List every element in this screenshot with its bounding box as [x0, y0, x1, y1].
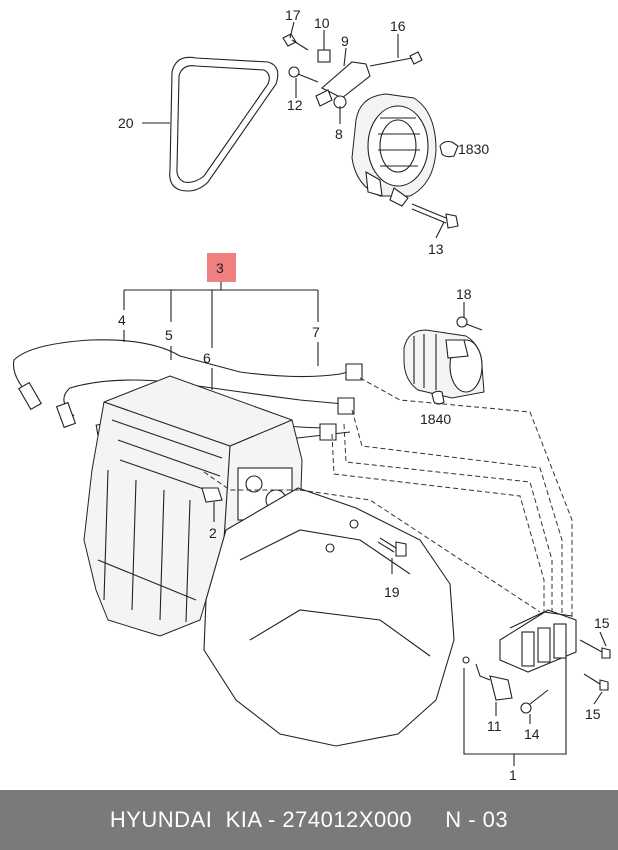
bolt-18 — [456, 316, 483, 331]
bolt-19 — [377, 537, 407, 557]
parts-diagram: 20 17 10 9 16 12 8 1830 — [12, 7, 611, 783]
spark-plug — [201, 487, 223, 514]
ignition-coil — [499, 609, 577, 673]
footer-part-number: HYUNDAI KIA - 274012X000 N - 03 — [0, 790, 618, 850]
callout-4: 4 — [118, 312, 126, 328]
callout-17: 17 — [285, 7, 301, 23]
bolt-12 — [288, 66, 319, 83]
bolt-15a — [579, 639, 611, 659]
callout-9: 9 — [341, 33, 349, 49]
callout-5: 5 — [165, 327, 173, 343]
callout-13: 13 — [428, 241, 444, 257]
callout-14: 14 — [524, 726, 540, 742]
callout-1830: 1830 — [458, 141, 489, 157]
callout-6: 6 — [203, 350, 211, 366]
callout-16: 16 — [390, 18, 406, 34]
alternator-bracket — [315, 61, 371, 109]
callout-15a: 15 — [594, 615, 610, 631]
bolt-14 — [520, 689, 549, 714]
sensor-11 — [462, 656, 513, 701]
callout-11: 11 — [487, 718, 502, 734]
callout-15b: 15 — [585, 706, 601, 722]
bolt-16 — [369, 51, 423, 67]
alternator — [351, 93, 437, 207]
callout-19: 19 — [384, 584, 400, 600]
callout-20: 20 — [118, 115, 134, 131]
bolt-17 — [282, 33, 309, 51]
drive-belt — [169, 56, 279, 192]
callout-3: 3 — [216, 260, 224, 276]
callout-3-highlight — [207, 253, 236, 282]
bolt-13 — [411, 203, 459, 229]
callout-10: 10 — [314, 15, 330, 31]
transmission — [203, 487, 455, 747]
part-1830 — [439, 140, 459, 158]
harness-routing-lines — [203, 377, 573, 632]
callout-18: 18 — [456, 286, 472, 302]
callout-8: 8 — [335, 126, 343, 142]
callout-1840: 1840 — [420, 411, 451, 427]
callout-1: 1 — [509, 767, 517, 783]
bolt-15b — [583, 673, 609, 691]
callout-7: 7 — [312, 324, 320, 340]
starter-motor — [403, 329, 485, 399]
callout-2: 2 — [209, 525, 217, 541]
callout-12: 12 — [287, 97, 303, 113]
nut-10 — [317, 49, 331, 63]
